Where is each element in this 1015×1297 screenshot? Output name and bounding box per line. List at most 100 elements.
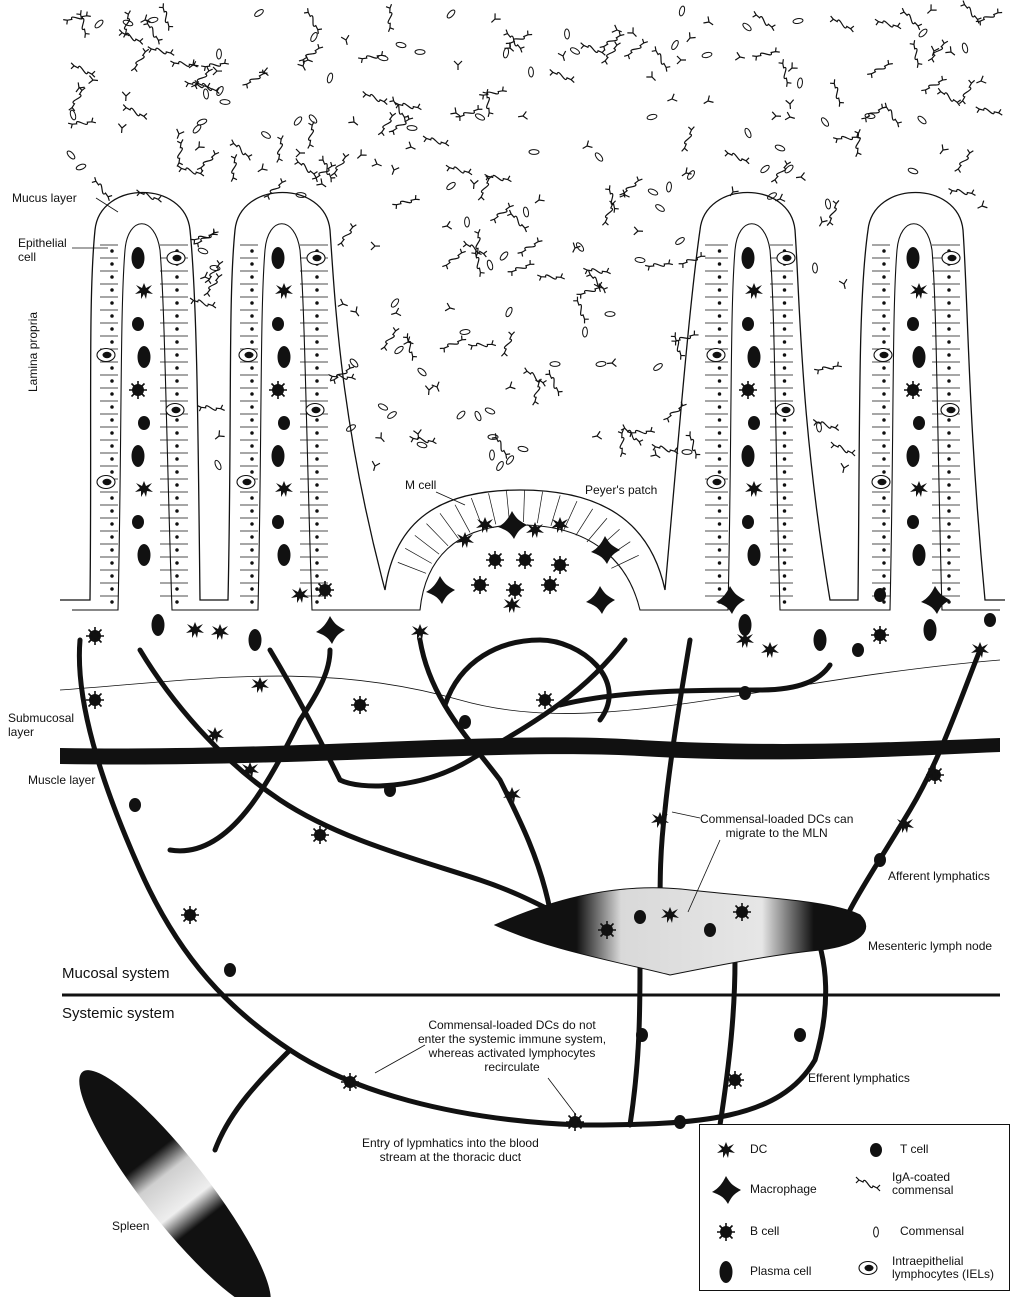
- iel-mark: [777, 252, 795, 265]
- comm-mark: [647, 114, 658, 121]
- iel-mark: [942, 252, 960, 265]
- bcell-cell-mark: [726, 1071, 744, 1089]
- iga-mark: [63, 5, 91, 31]
- dc-cell-mark: [135, 283, 153, 299]
- iga-coated-commensal-icon: [850, 1169, 886, 1199]
- ab-mark: [303, 55, 314, 66]
- ab-mark: [945, 46, 957, 58]
- iga-mark: [227, 140, 254, 161]
- tcell-cell-mark: [907, 515, 919, 529]
- plasma-cell-mark: [907, 445, 920, 467]
- iga-mark: [456, 100, 483, 127]
- bcell-cell-mark: [351, 696, 369, 714]
- comm-mark: [675, 236, 686, 246]
- comm-mark: [670, 39, 679, 50]
- ab-mark: [581, 141, 593, 152]
- plasma-cell-mark: [132, 247, 145, 269]
- tcell-cell-mark: [459, 715, 471, 729]
- comm-mark: [216, 49, 221, 59]
- iga-mark: [936, 88, 962, 106]
- iga-mark: [190, 224, 217, 250]
- ab-mark: [517, 111, 527, 120]
- bcell-cell-mark: [86, 627, 104, 645]
- legend-item-t-cell: T cell: [858, 1135, 1008, 1165]
- iga-mark: [772, 59, 798, 87]
- bcell-cell-mark: [541, 576, 559, 594]
- iel-mark: [874, 349, 892, 362]
- ab-mark: [213, 67, 222, 75]
- iel-mark: [306, 404, 324, 417]
- legend-label-plasma-cell: Plasma cell: [750, 1265, 811, 1278]
- comm-mark: [961, 43, 968, 54]
- comm-mark: [215, 85, 224, 96]
- iga-mark: [379, 4, 402, 32]
- tcell-cell-mark: [634, 910, 646, 924]
- iga-mark: [358, 44, 386, 69]
- comm-mark: [812, 263, 817, 273]
- muscle-layer-label: Muscle layer: [28, 773, 95, 787]
- comm-mark: [196, 118, 207, 126]
- bcell-cell-mark: [516, 551, 534, 569]
- comm-mark: [678, 6, 685, 17]
- ab-mark: [355, 149, 367, 161]
- comm-mark: [123, 19, 134, 27]
- iga-mark: [137, 188, 162, 204]
- tcell-cell-mark: [794, 1028, 806, 1042]
- plasma-cell-mark: [742, 247, 755, 269]
- iga-mark: [679, 247, 706, 274]
- iga-mark: [577, 278, 604, 305]
- bcell-cell-mark: [269, 381, 287, 399]
- t-cell-icon: [858, 1135, 894, 1165]
- comm-mark: [486, 260, 494, 271]
- legend-item-plasma-cell: Plasma cell: [708, 1257, 848, 1287]
- tcell-cell-mark: [636, 1028, 648, 1042]
- ab-mark: [735, 52, 745, 62]
- muscle-band: [60, 737, 1000, 764]
- comm-mark: [550, 362, 560, 367]
- mac-cell-mark: [316, 616, 345, 644]
- plasma-cell-mark: [742, 445, 755, 467]
- iga-mark: [504, 210, 531, 232]
- comm-mark: [666, 182, 672, 192]
- bcell-cell-mark: [506, 581, 524, 599]
- iga-mark: [205, 259, 223, 285]
- plasma-cell-mark: [272, 445, 285, 467]
- ab-mark: [727, 186, 739, 198]
- plasma-cell-mark: [152, 614, 165, 636]
- iga-mark: [976, 101, 1003, 120]
- tcell-cell-mark: [278, 416, 290, 430]
- ab-mark: [73, 82, 85, 94]
- ab-mark: [173, 129, 184, 140]
- iga-mark: [867, 55, 893, 83]
- ab-mark: [350, 306, 362, 318]
- bcell-cell-mark: [86, 691, 104, 709]
- ab-mark: [193, 141, 205, 153]
- iga-mark: [501, 332, 516, 356]
- iga-mark: [487, 433, 515, 458]
- comm-mark: [523, 207, 530, 218]
- iga-mark: [185, 75, 212, 94]
- iga-mark: [725, 150, 749, 164]
- iga-mark: [468, 333, 496, 357]
- ab-mark: [646, 71, 658, 83]
- ab-mark: [441, 221, 451, 231]
- comm-mark: [490, 450, 495, 460]
- comm-mark: [474, 113, 485, 122]
- iga-mark: [601, 40, 620, 67]
- b-cell-icon: [708, 1217, 744, 1247]
- comm-mark: [254, 8, 265, 18]
- comm-mark: [396, 42, 407, 49]
- ab-mark: [786, 62, 798, 74]
- macrophage-icon: [708, 1175, 744, 1205]
- bcell-cell-mark: [566, 1113, 584, 1131]
- mucus-layer-label: Mucus layer: [12, 191, 77, 205]
- comm-mark: [605, 312, 615, 317]
- iel-mark: [707, 476, 725, 489]
- comm-mark: [917, 115, 928, 125]
- legend-item-b-cell: B cell: [708, 1217, 848, 1247]
- iga-mark: [537, 266, 564, 288]
- tcell-cell-mark: [384, 783, 396, 797]
- dc-cell-mark: [503, 597, 521, 613]
- plasma-cell-mark: [814, 629, 827, 651]
- plasma-cell-mark: [138, 346, 151, 368]
